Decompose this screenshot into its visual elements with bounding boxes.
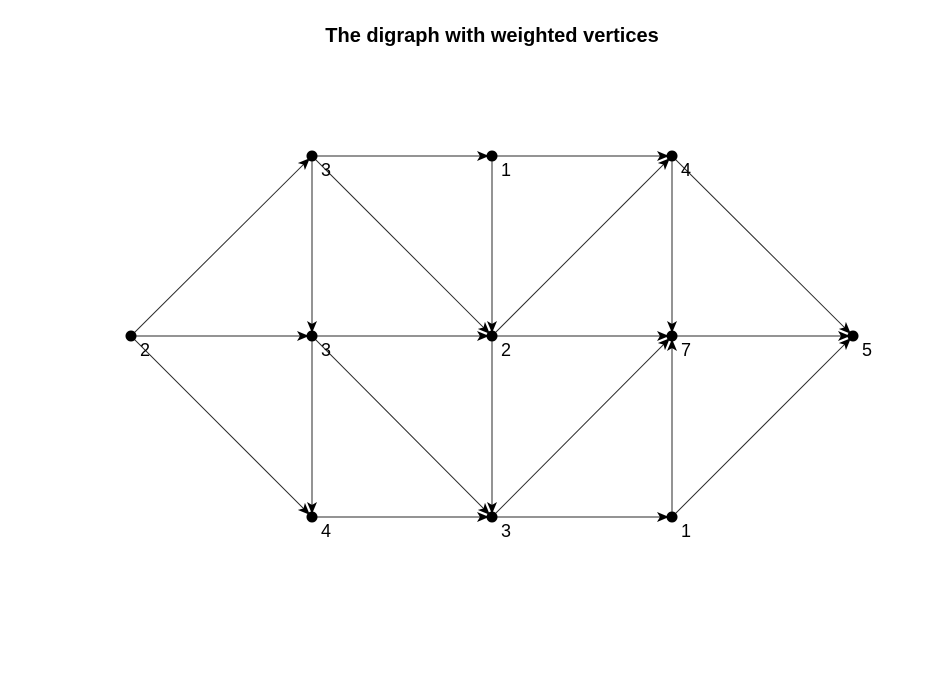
edge-a-b bbox=[130, 158, 310, 337]
edge-g-i bbox=[491, 338, 670, 518]
edge-f-h bbox=[491, 158, 670, 337]
weight-label-layer: 2 3 3 4 1 2 3 4 7 1 5 bbox=[140, 160, 872, 541]
node-k bbox=[847, 330, 859, 342]
node-weight-label-d: 4 bbox=[321, 521, 331, 541]
node-weight-label-i: 7 bbox=[681, 340, 691, 360]
edge-h-k bbox=[671, 155, 851, 334]
node-j bbox=[666, 511, 678, 523]
edge-c-g bbox=[311, 335, 490, 515]
node-h bbox=[666, 150, 678, 162]
node-i bbox=[666, 330, 678, 342]
node-weight-label-h: 4 bbox=[681, 160, 691, 180]
node-layer bbox=[125, 150, 859, 523]
node-weight-label-e: 1 bbox=[501, 160, 511, 180]
node-weight-label-b: 3 bbox=[321, 160, 331, 180]
node-d bbox=[306, 511, 318, 523]
node-e bbox=[486, 150, 498, 162]
figure-title: The digraph with weighted vertices bbox=[325, 25, 658, 47]
edge-j-k bbox=[671, 338, 851, 518]
node-weight-label-j: 1 bbox=[681, 521, 691, 541]
node-g bbox=[486, 511, 498, 523]
edge-b-f bbox=[311, 155, 490, 334]
node-b bbox=[306, 150, 318, 162]
edge-a-d bbox=[130, 335, 310, 515]
edge-layer bbox=[130, 151, 851, 522]
node-weight-label-k: 5 bbox=[862, 340, 872, 360]
node-c bbox=[306, 330, 318, 342]
node-weight-label-c: 3 bbox=[321, 340, 331, 360]
node-weight-label-a: 2 bbox=[140, 340, 150, 360]
node-weight-label-f: 2 bbox=[501, 340, 511, 360]
node-a bbox=[125, 330, 137, 342]
node-weight-label-g: 3 bbox=[501, 521, 511, 541]
node-f bbox=[486, 330, 498, 342]
